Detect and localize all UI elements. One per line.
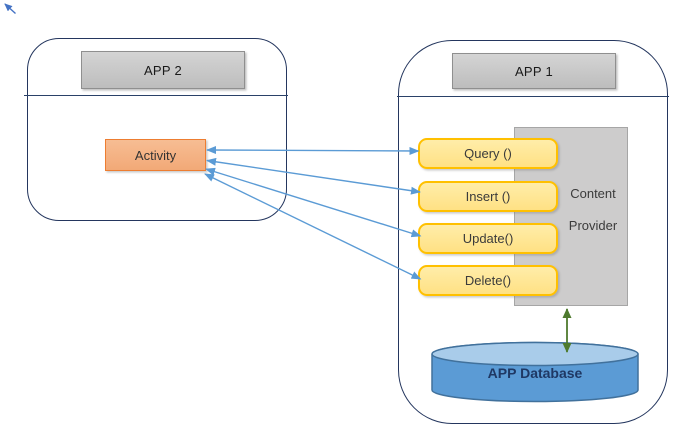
app2-title: APP 2	[143, 62, 183, 78]
activity-box: Activity	[105, 139, 206, 171]
app2-container	[27, 38, 287, 221]
method-box-insert: Insert ()	[418, 181, 558, 212]
method-box-update: Update()	[418, 223, 558, 254]
method-delete-label: Delete()	[464, 273, 512, 288]
stray-arrow-mark	[4, 3, 16, 15]
app1-header: APP 1	[452, 53, 616, 89]
app1-title: APP 1	[514, 63, 554, 79]
app1-header-separator	[397, 96, 669, 97]
method-update-label: Update()	[462, 231, 514, 246]
method-box-delete: Delete()	[418, 265, 558, 296]
app2-header-separator	[24, 95, 288, 96]
method-query-label: Query ()	[464, 146, 512, 161]
method-insert-label: Insert ()	[465, 189, 511, 204]
content-provider-label-line2: Provider	[568, 218, 618, 233]
activity-label: Activity	[134, 147, 177, 163]
method-box-query: Query ()	[418, 138, 558, 169]
app2-header: APP 2	[81, 51, 245, 89]
content-provider-label-line1: Content	[570, 186, 616, 201]
